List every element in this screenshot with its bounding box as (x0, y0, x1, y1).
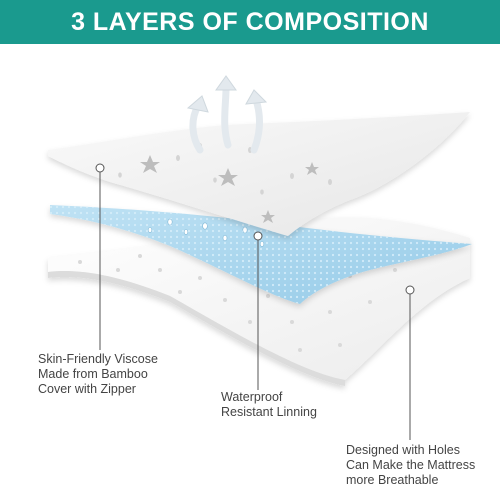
steam-arrow-heads (186, 75, 268, 113)
callout-line: Cover with Zipper (38, 382, 136, 396)
callout-line: Waterproof (221, 390, 283, 404)
callout-line: more Breathable (346, 473, 439, 487)
callout-line: Made from Bamboo (38, 367, 148, 381)
callout-top-layer: Skin-Friendly Viscose Made from Bamboo C… (38, 352, 158, 397)
callout-line: Skin-Friendly Viscose (38, 352, 158, 366)
callout-line: Can Make the Mattress (346, 458, 476, 472)
leader-lines (95, 163, 415, 440)
page-title: 3 LAYERS OF COMPOSITION (71, 7, 429, 36)
callout-line: Resistant Linning (221, 405, 317, 419)
callout-bottom-layer: Designed with Holes Can Make the Mattres… (346, 443, 475, 488)
callout-line: Designed with Holes (346, 443, 460, 457)
header-banner: 3 LAYERS OF COMPOSITION (0, 0, 500, 44)
water-drop-icon (147, 218, 265, 247)
callout-middle-layer: Waterproof Resistant Linning (221, 390, 317, 420)
top-layer (48, 112, 470, 236)
middle-layer (50, 205, 472, 304)
star-print-icon (140, 155, 319, 223)
